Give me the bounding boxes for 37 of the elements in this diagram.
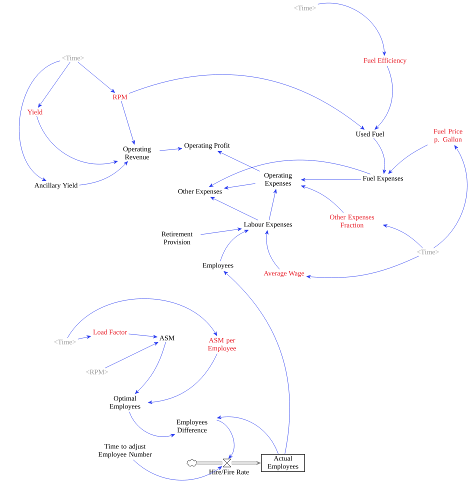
arrow	[224, 271, 290, 454]
cloud-symbol	[186, 459, 198, 466]
arrow	[121, 100, 135, 145]
arrow	[78, 335, 91, 340]
arrow	[209, 160, 370, 188]
arrow	[268, 189, 277, 220]
arrow	[160, 147, 182, 151]
arrow	[128, 334, 158, 338]
arrow	[216, 420, 234, 459]
arrow	[224, 183, 256, 190]
arrow	[38, 62, 70, 108]
arrow	[128, 74, 365, 130]
arrow	[135, 342, 166, 394]
arrow	[306, 256, 419, 279]
arrow	[78, 62, 115, 93]
arrow	[129, 412, 175, 438]
arrow	[373, 138, 386, 174]
arrow	[218, 150, 260, 172]
arrow	[388, 144, 428, 174]
arrow	[18, 60, 60, 182]
arrow	[200, 228, 242, 235]
arrow	[79, 161, 128, 186]
arrow	[434, 145, 468, 248]
arrow	[265, 230, 280, 270]
arrow	[36, 116, 118, 164]
arrow	[210, 196, 258, 220]
arrow	[217, 416, 278, 454]
arrow	[67, 298, 218, 338]
arrow	[301, 178, 362, 182]
arrow	[148, 354, 218, 404]
arrow	[105, 342, 158, 368]
arrow	[301, 185, 344, 214]
arrow	[220, 230, 249, 262]
arrow	[133, 460, 222, 480]
arrow	[383, 224, 423, 248]
arrow	[318, 2, 386, 56]
arrow	[374, 66, 393, 130]
